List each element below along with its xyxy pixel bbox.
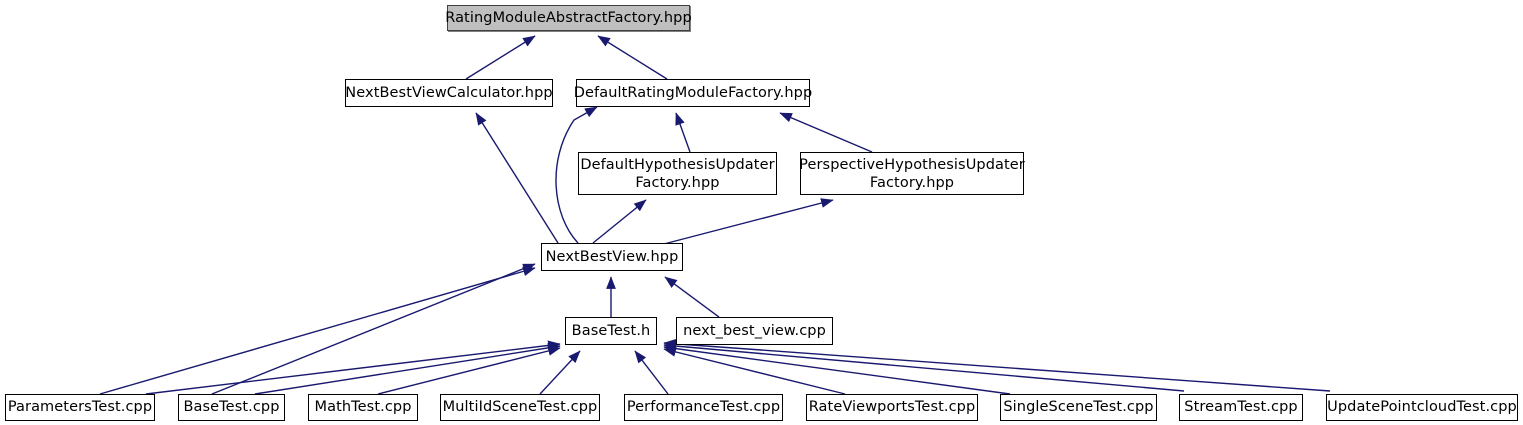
graph-edge-rate_viewports_test-to-base_test_h <box>663 347 846 395</box>
graph-node-default_hypothesis_updater_factory[interactable]: DefaultHypothesisUpdater Factory.hpp <box>578 152 777 195</box>
graph-node-stream_test[interactable]: StreamTest.cpp <box>1179 394 1303 421</box>
graph-node-update_pointcloud_test[interactable]: UpdatePointcloudTest.cpp <box>1326 394 1518 421</box>
graph-node-single_scene_test[interactable]: SingleSceneTest.cpp <box>1000 394 1157 421</box>
graph-edge-next_best_view_calculator-to-rating_module_abstract_factory <box>465 35 536 80</box>
graph-edge-next_best_view-to-next_best_view_calculator <box>475 112 559 244</box>
graph-edge-math_test-to-base_test_h <box>377 346 561 395</box>
graph-edge-default_rating_module_factory-to-rating_module_abstract_factory <box>597 35 668 80</box>
graph-edge-next_best_view-to-perspective_hypothesis_updater_factory <box>659 198 834 246</box>
graph-node-base_test_cpp[interactable]: BaseTest.cpp <box>178 394 285 421</box>
graph-edge-base_test_cpp-to-base_test_h <box>254 343 561 395</box>
graph-node-multi_id_scene_test[interactable]: MultiIdSceneTest.cpp <box>440 394 600 421</box>
graph-edge-parameters_test-to-base_test_h <box>145 340 561 395</box>
graph-node-next_best_view[interactable]: NextBestView.hpp <box>541 243 683 271</box>
graph-node-next_best_view_cpp[interactable]: next_best_view.cpp <box>676 317 833 345</box>
graph-node-next_best_view_calculator[interactable]: NextBestViewCalculator.hpp <box>345 79 553 107</box>
graph-edge-perspective_hypothesis_updater_factory-to-default_rating_module_factory <box>779 112 873 153</box>
graph-node-math_test[interactable]: MathTest.cpp <box>308 394 418 421</box>
graph-node-rate_viewports_test[interactable]: RateViewportsTest.cpp <box>806 394 978 421</box>
graph-edge-single_scene_test-to-base_test_h <box>663 343 1011 395</box>
graph-node-default_rating_module_factory[interactable]: DefaultRatingModuleFactory.hpp <box>574 79 812 107</box>
graph-edge-default_hypothesis_updater_factory-to-default_rating_module_factory <box>675 112 691 153</box>
graph-node-base_test_h[interactable]: BaseTest.h <box>565 317 657 345</box>
graph-edge-multi_id_scene_test-to-base_test_h <box>539 350 581 395</box>
graph-edge-update_pointcloud_test-to-base_test_h <box>663 338 1331 392</box>
graph-node-performance_test[interactable]: PerformanceTest.cpp <box>624 394 783 421</box>
graph-edge-next_best_view_cpp-to-next_best_view <box>664 276 720 318</box>
graph-edge-stream_test-to-base_test_h <box>663 341 1185 392</box>
graph-node-rating_module_abstract_factory[interactable]: RatingModuleAbstractFactory.hpp <box>445 5 692 31</box>
graph-edge-parameters_test-to-next_best_view <box>99 266 536 395</box>
graph-node-perspective_hypothesis_updater_factory[interactable]: PerspectiveHypothesisUpdater Factory.hpp <box>799 152 1025 195</box>
graph-edge-next_best_view-to-default_hypothesis_updater_factory <box>592 199 647 244</box>
graph-edge-performance_test-to-base_test_h <box>634 350 669 395</box>
graph-node-parameters_test[interactable]: ParametersTest.cpp <box>5 394 155 421</box>
graph-edge-base_test_cpp-to-next_best_view <box>211 263 536 395</box>
